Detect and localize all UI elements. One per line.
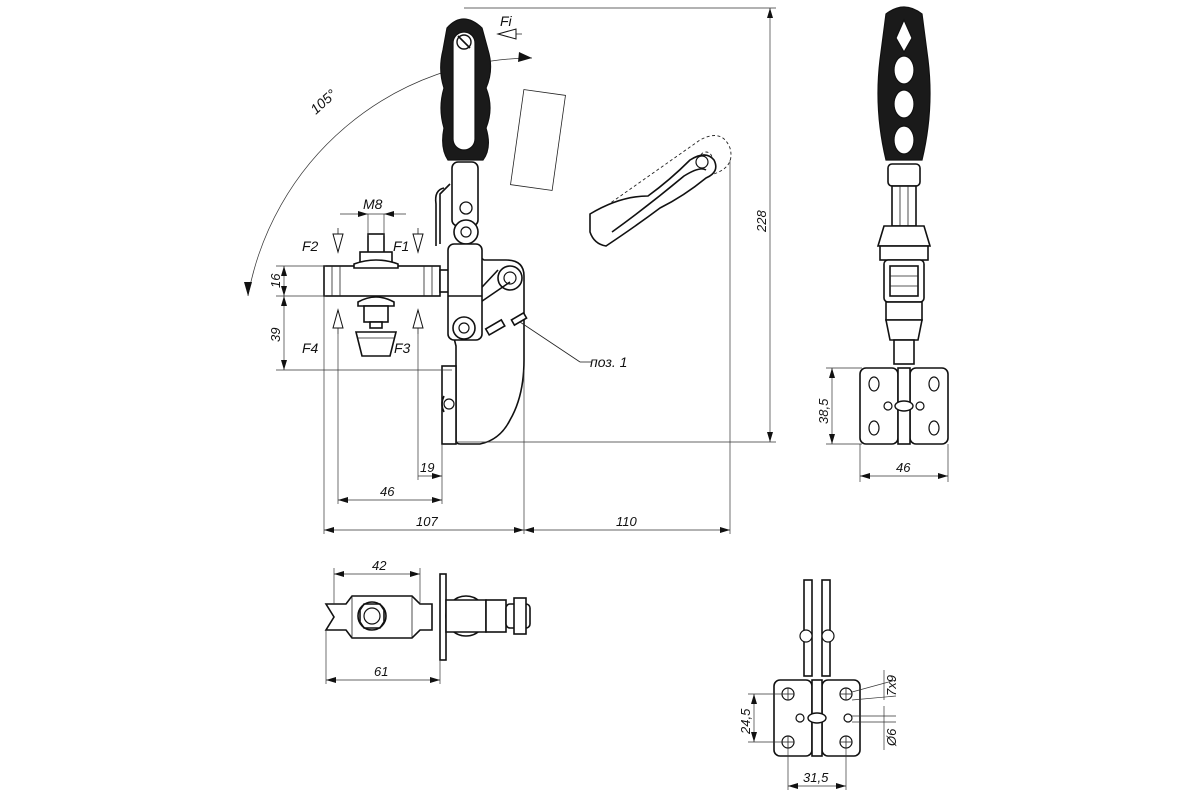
linkage [434,161,479,246]
angle-arrow-top [518,52,532,62]
angle-arrow-bottom [244,282,252,296]
dim-7x9: 7x9 [884,675,899,696]
side-view: 38,5 46 [816,6,949,482]
angle-label: 105° [307,86,340,118]
dim-39: 39 [268,328,283,342]
dim-16: 16 [268,273,283,288]
dim-228: 228 [754,210,769,233]
base-view: 24,5 31,5 7x9 Ø6 [738,579,899,790]
force-f3: F3 [394,340,411,356]
handle-ghost-open [510,89,566,191]
m8-label: M8 [363,196,383,212]
spindle-bottom [354,296,398,357]
force-fi: Fi [500,13,513,29]
dim-42: 42 [372,558,387,573]
dim-107: 107 [416,514,438,529]
dim-46-side: 46 [896,460,911,475]
force-arrows [332,28,522,334]
force-f1: F1 [393,238,409,254]
dim-d6: Ø6 [884,728,899,747]
clamp-body [441,247,528,445]
force-f4: F4 [302,340,319,356]
bolt-top [353,233,399,269]
force-f2: F2 [302,238,319,254]
main-handle [440,18,492,161]
dim-110: 110 [616,514,637,529]
dim-61: 61 [374,664,388,679]
dim-38-5: 38,5 [816,398,831,424]
clamping-arm [323,243,483,341]
callout-pos1: поз. 1 [590,354,627,370]
handle-open-solid [589,154,717,247]
dim-19: 19 [420,460,434,475]
top-view: 42 61 [324,558,531,684]
front-view: 105° [244,7,776,534]
dim-31-5: 31,5 [803,770,829,785]
dim-46: 46 [380,484,395,499]
dim-24-5: 24,5 [738,708,753,735]
